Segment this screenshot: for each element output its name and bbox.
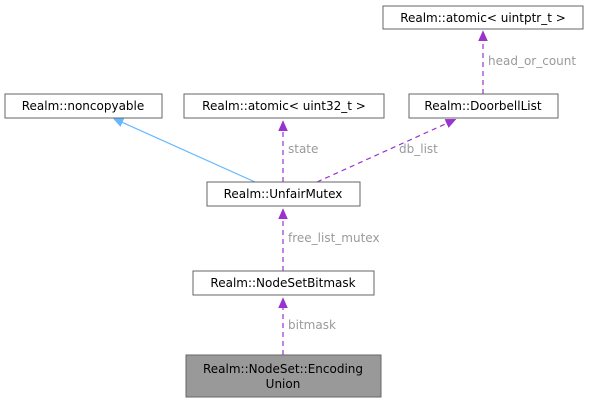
edge-label-bitmask: bitmask [288,318,336,332]
node-noncopyable-label: Realm::noncopyable [22,99,145,113]
edge-free-list-mutex: free_list_mutex [278,208,380,271]
edge-state: state [278,120,318,182]
node-encoding-union-label-line2: Union [266,377,301,391]
edge-label-db-list: db_list [399,142,438,156]
node-nodeset-bitmask[interactable]: Realm::NodeSetBitmask [192,270,375,296]
node-atomic-uintptr[interactable]: Realm::atomic< uintptr_t > [382,5,584,30]
edge-db-list: db_list [316,119,457,183]
node-unfair-mutex[interactable]: Realm::UnfairMutex [206,181,361,207]
node-nodeset-bitmask-label: Realm::NodeSetBitmask [210,276,355,290]
edge-label-free-list-mutex: free_list_mutex [288,231,380,245]
node-atomic-uintptr-label: Realm::atomic< uintptr_t > [400,11,566,25]
edge-label-state: state [288,142,318,156]
node-atomic-uint32[interactable]: Realm::atomic< uint32_t > [183,93,385,119]
node-atomic-uint32-label: Realm::atomic< uint32_t > [202,99,366,113]
edge-noncopyable-to-unfairmutex [112,118,256,183]
node-doorbell-list-label: Realm::DoorbellList [424,99,541,113]
edge-head-or-count: head_or_count [478,30,576,94]
edge-bitmask: bitmask [278,297,336,355]
node-doorbell-list[interactable]: Realm::DoorbellList [408,93,559,119]
node-encoding-union-label-line1: Realm::NodeSet::Encoding [203,362,363,376]
edge-label-head-or-count: head_or_count [488,54,576,68]
node-unfair-mutex-label: Realm::UnfairMutex [224,187,343,201]
node-encoding-union[interactable]: Realm::NodeSet::Encoding Union [185,354,382,398]
node-noncopyable[interactable]: Realm::noncopyable [4,93,163,119]
